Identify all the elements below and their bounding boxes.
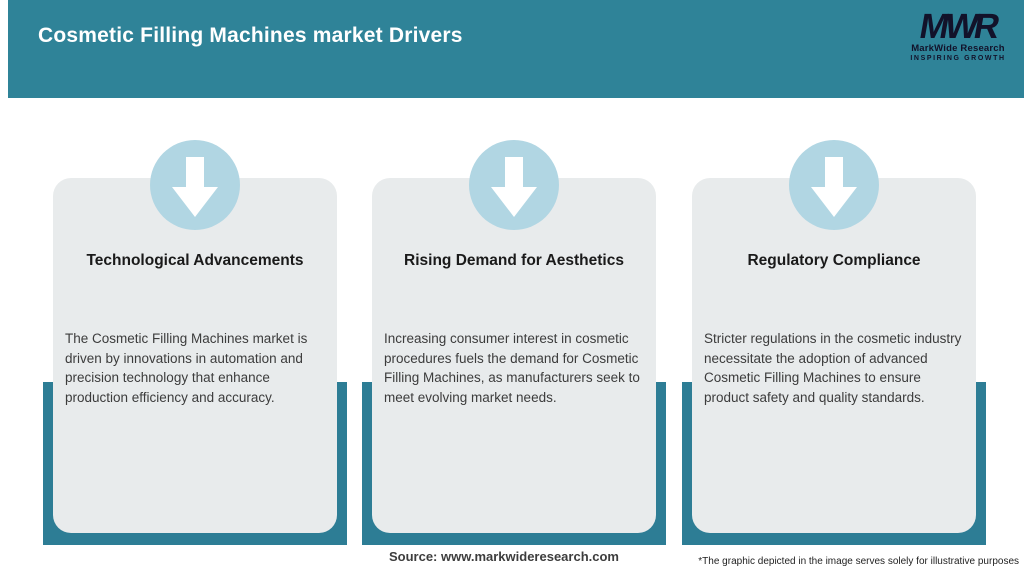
card-description: Stricter regulations in the cosmetic ind… xyxy=(704,331,962,405)
down-arrow-icon xyxy=(808,153,860,217)
logo-tagline: INSPIRING GROWTH xyxy=(910,55,1006,62)
markwide-research-logo: MWR MarkWide Research INSPIRING GROWTH xyxy=(908,7,1008,62)
arrow-badge xyxy=(150,140,240,230)
driver-card-rising-demand-for-aesthetics: Rising Demand for Aesthetics Increasing … xyxy=(372,178,656,533)
disclaimer-text: *The graphic depicted in the image serve… xyxy=(698,556,1019,567)
source-text: Source: www.markwideresearch.com xyxy=(388,549,619,564)
card-title: Technological Advancements xyxy=(86,252,304,269)
logo-monogram: MWR xyxy=(916,7,1000,46)
card-title: Rising Demand for Aesthetics xyxy=(404,252,624,269)
driver-card-regulatory-compliance: Regulatory Compliance Stricter regulatio… xyxy=(692,178,976,533)
arrow-badge xyxy=(469,140,559,230)
logo-name: MarkWide Research xyxy=(911,43,1005,54)
arrow-badge xyxy=(789,140,879,230)
down-arrow-icon xyxy=(488,153,540,217)
header-bar: Cosmetic Filling Machines market Drivers… xyxy=(8,0,1024,98)
down-arrow-icon xyxy=(169,153,221,217)
driver-card-technological-advancements: Technological Advancements The Cosmetic … xyxy=(53,178,337,533)
card-title: Regulatory Compliance xyxy=(747,252,921,269)
card-description: The Cosmetic Filling Machines market is … xyxy=(65,331,308,405)
page-title: Cosmetic Filling Machines market Drivers xyxy=(38,24,463,47)
card-description: Increasing consumer interest in cosmetic… xyxy=(384,331,640,405)
